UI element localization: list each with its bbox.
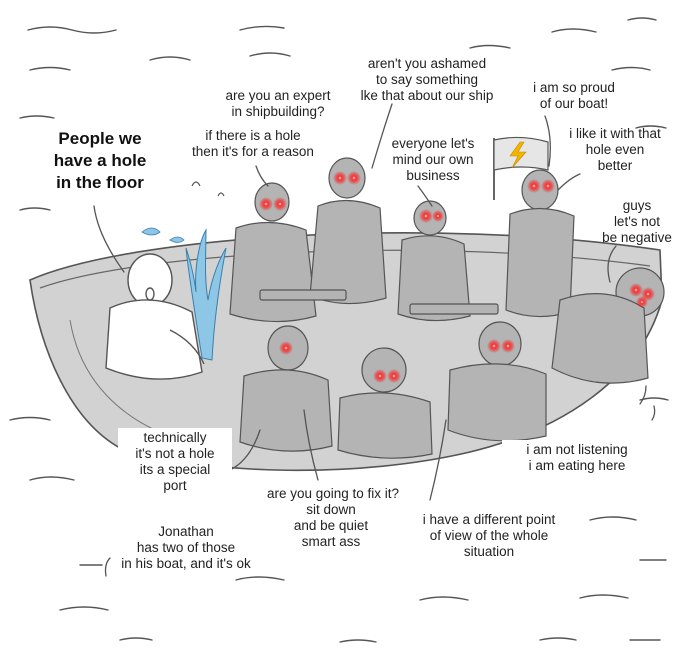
lightning-bolt-flag-icon bbox=[493, 136, 549, 200]
worried-man bbox=[105, 181, 225, 380]
crowd-person-1-body bbox=[229, 221, 317, 323]
caption-like-hole-better: i like it with that hole even better bbox=[569, 126, 661, 173]
water-jet bbox=[185, 228, 227, 361]
caption-eating: i am not listening i am eating here bbox=[502, 440, 652, 476]
water-lines bbox=[9, 17, 669, 643]
bench-right bbox=[409, 303, 499, 315]
glowing-eyes bbox=[259, 171, 655, 383]
caption-jonathan: Jonathan has two of those in his boat, a… bbox=[121, 524, 251, 571]
worried-man-body bbox=[105, 299, 203, 380]
water-drop-2 bbox=[169, 236, 185, 243]
crowd-person-5-body bbox=[551, 293, 649, 384]
caption-hole-for-reason: if there is a hole then it's for a reaso… bbox=[192, 128, 314, 159]
bench-left bbox=[259, 289, 347, 301]
crowd-person-7-head bbox=[361, 347, 407, 393]
crowd-person-6-body bbox=[239, 369, 333, 452]
caption-mind-business: everyone let's mind our own business bbox=[391, 136, 475, 183]
caption-sit-down: sit down and be quiet smart ass bbox=[293, 502, 369, 549]
worried-man-mouth bbox=[145, 287, 155, 301]
caption-hole-in-floor: People we have a hole in the floor bbox=[53, 129, 147, 192]
crowd bbox=[229, 157, 665, 459]
crowd-person-7-body bbox=[337, 392, 433, 459]
crowd-person-8-body bbox=[447, 363, 547, 442]
speech-pointers bbox=[93, 103, 656, 577]
caption-ashamed: aren't you ashamed to say something lke … bbox=[360, 56, 494, 103]
caption-different-view: i have a different point of view of the … bbox=[422, 512, 556, 559]
water-drop-1 bbox=[141, 227, 161, 236]
caption-proud-of-boat: i am so proud of our boat! bbox=[533, 80, 615, 111]
caption-special-port: technically it's not a hole its a specia… bbox=[118, 428, 232, 496]
worried-man-arm bbox=[169, 329, 205, 365]
caption-not-negative: guys let's not be negative bbox=[602, 198, 672, 245]
crowd-person-2-body bbox=[309, 199, 387, 305]
caption-expert-shipbuilding: are you an expert in shipbuilding? bbox=[225, 88, 331, 119]
crowd-person-3-body bbox=[397, 235, 471, 322]
caption-going-to-fix: are you going to fix it? bbox=[256, 484, 410, 504]
